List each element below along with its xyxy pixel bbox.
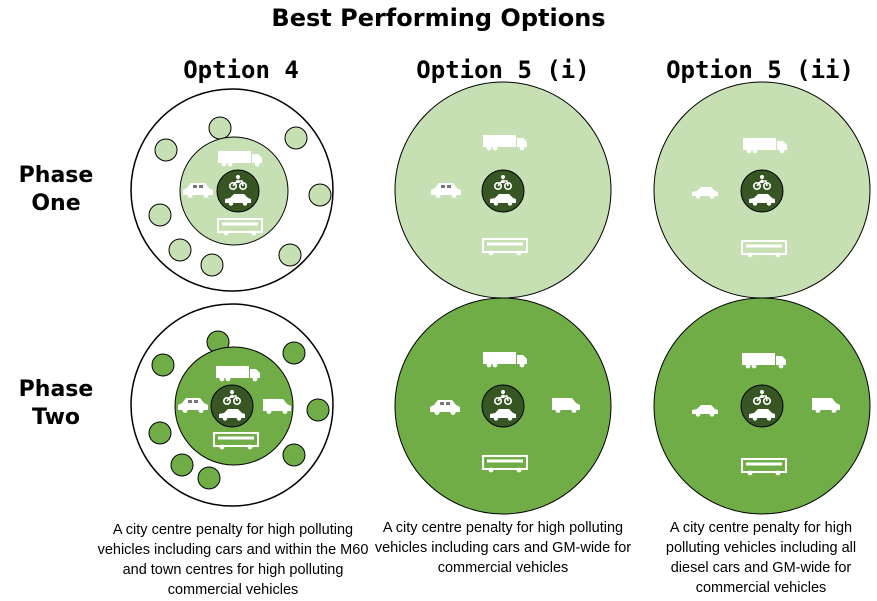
row-header-phase-two: Phase Two bbox=[6, 376, 106, 432]
town-centre-zone bbox=[151, 353, 175, 377]
row-header-line: Phase bbox=[18, 163, 94, 188]
option-5-i-phase-one-diagram bbox=[394, 81, 612, 299]
town-centre-zone bbox=[200, 253, 224, 277]
option-4-phase-one-diagram bbox=[130, 88, 334, 292]
town-centre-zone bbox=[306, 398, 330, 422]
column-header-option-5-ii: Option 5 (ii) bbox=[666, 56, 854, 84]
town-centre-zone bbox=[278, 243, 302, 267]
option-5-i-phase-two-diagram bbox=[394, 297, 612, 515]
town-centre-zone bbox=[308, 183, 332, 207]
row-header-line: Two bbox=[31, 405, 81, 430]
town-centre-zone bbox=[168, 238, 192, 262]
option-5-i-caption: A city centre penalty for high polluting… bbox=[374, 520, 632, 576]
town-centre-zone bbox=[148, 203, 172, 227]
town-centre-zone bbox=[170, 453, 194, 477]
row-header-line: Phase bbox=[18, 377, 94, 402]
option-5-ii-phase-two-diagram bbox=[653, 297, 871, 515]
town-centre-zone bbox=[154, 138, 178, 162]
option-4-phase-two-diagram bbox=[130, 303, 334, 507]
town-centre-zone bbox=[148, 421, 172, 445]
option-4-caption: A city centre penalty for high polluting… bbox=[97, 522, 369, 598]
town-centre-zone bbox=[282, 341, 306, 365]
row-header-phase-one: Phase One bbox=[6, 162, 106, 218]
town-centre-zone bbox=[197, 466, 221, 490]
option-5-ii-caption: A city centre penalty for high polluting… bbox=[665, 520, 857, 596]
column-header-option-5-i: Option 5 (i) bbox=[416, 56, 590, 84]
column-header-option-4: Option 4 bbox=[183, 56, 299, 84]
town-centre-zone bbox=[282, 443, 306, 467]
town-centre-zone bbox=[208, 116, 232, 140]
page-title: Best Performing Options bbox=[271, 4, 606, 32]
row-header-line: One bbox=[31, 191, 81, 216]
option-5-ii-phase-one-diagram bbox=[653, 81, 871, 299]
town-centre-zone bbox=[284, 126, 308, 150]
